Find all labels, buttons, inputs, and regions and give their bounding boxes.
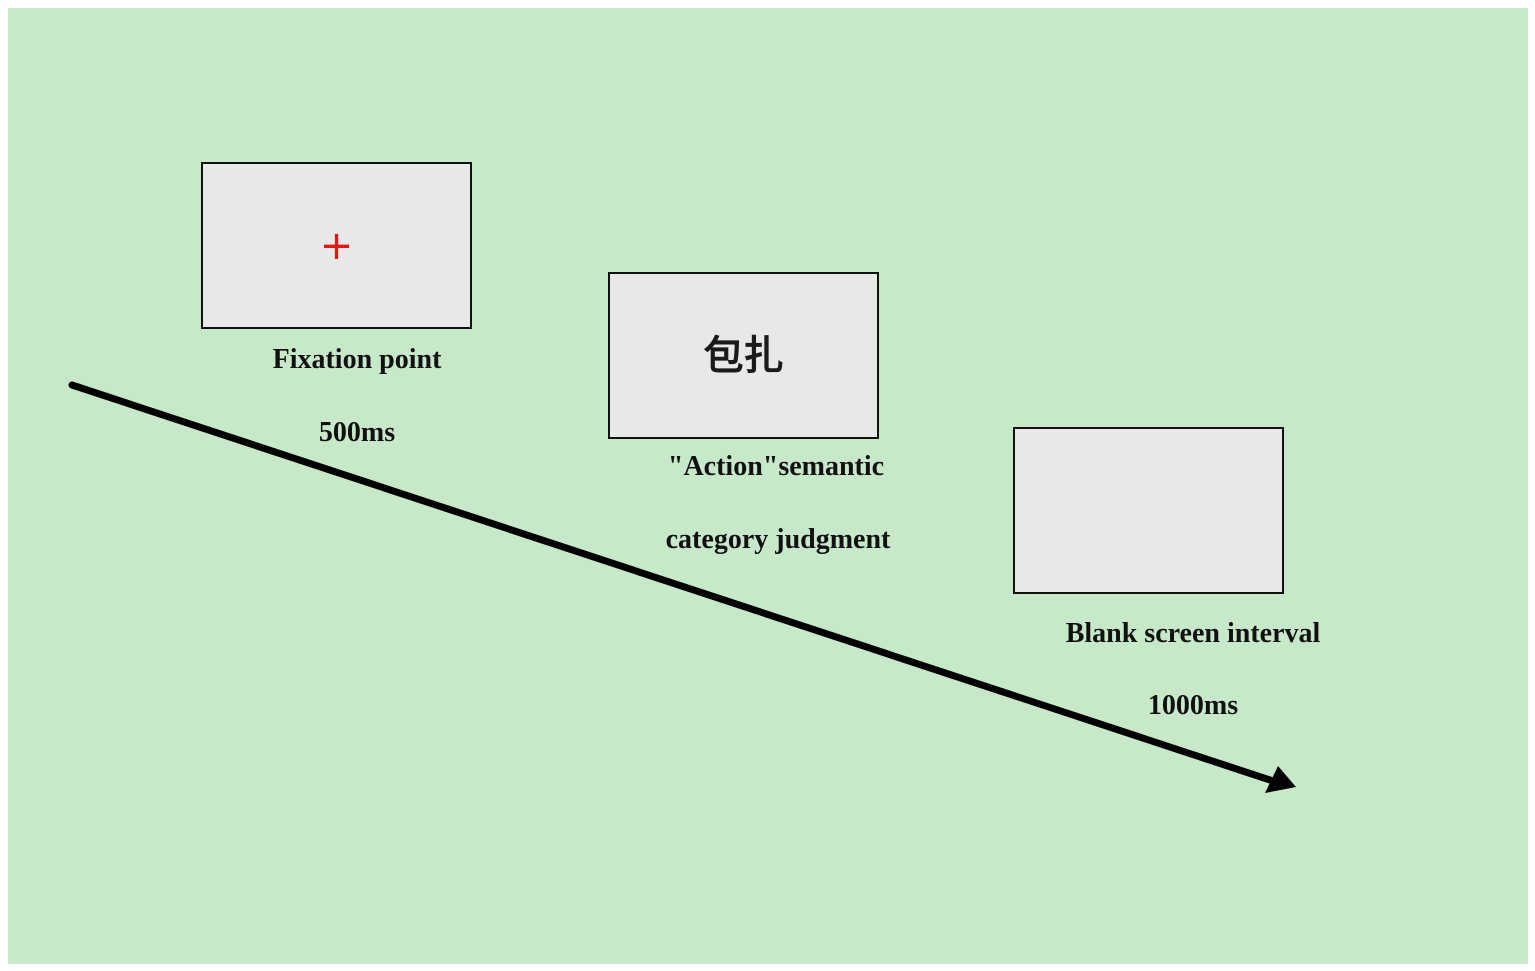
diagram-background — [8, 8, 1528, 964]
blank-screen — [1013, 427, 1284, 594]
fixation-screen: + — [201, 162, 472, 329]
fixation-cross: + — [319, 222, 354, 269]
fixation-duration: 500ms — [318, 417, 396, 448]
stimulus-screen: 包扎 — [608, 272, 879, 439]
stimulus-word: 包扎 — [703, 332, 784, 379]
stimulus-label-line2: category judgment — [665, 524, 891, 555]
blank-screen-duration: 1000ms — [1147, 690, 1239, 721]
blank-screen-label: Blank screen interval — [1065, 618, 1321, 649]
stimulus-label-line1: "Action"semantic — [667, 451, 885, 482]
fixation-label: Fixation point — [272, 344, 442, 375]
